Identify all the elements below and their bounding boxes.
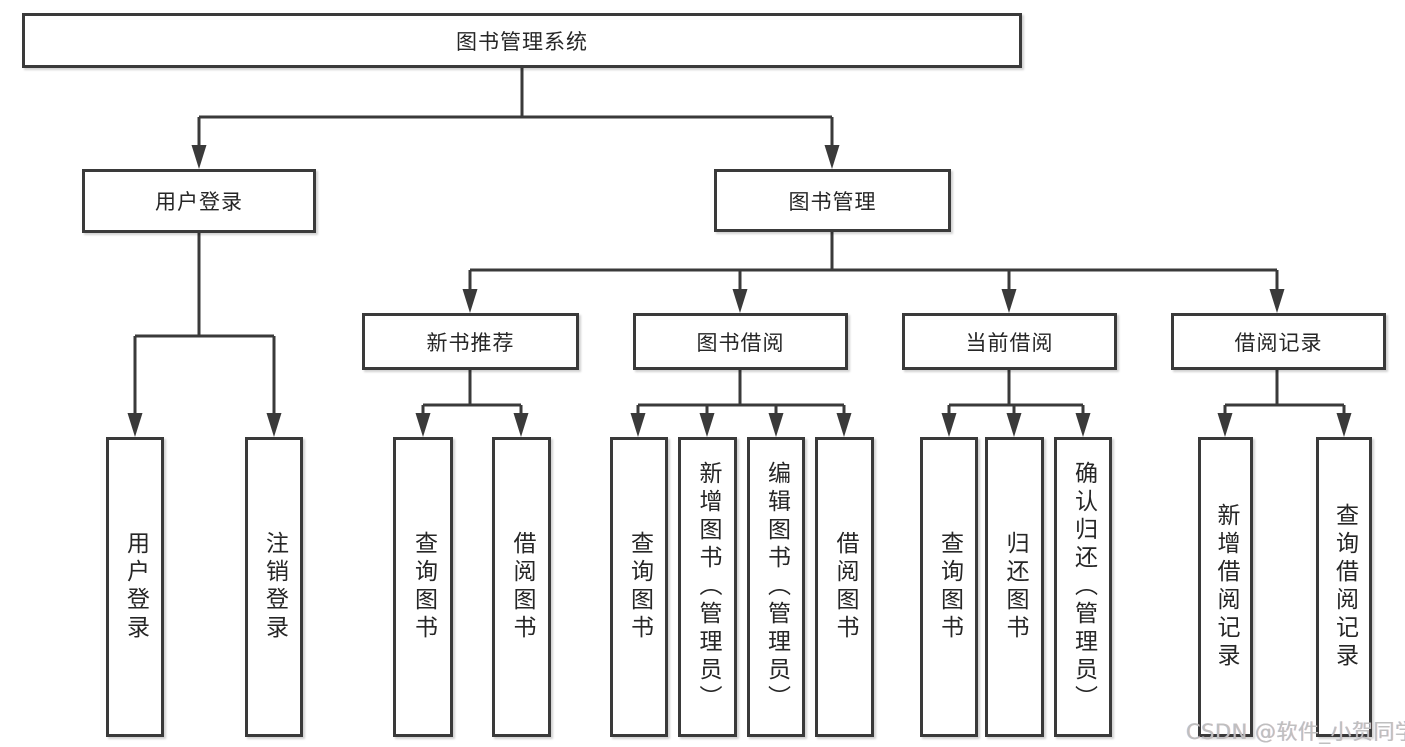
- leaf-edit-books-admin: 编辑图书（管理员）: [747, 437, 805, 737]
- leaf-borrow-books-newbooks: 借阅图书: [492, 437, 551, 737]
- node-book-management: 图书管理: [714, 169, 951, 232]
- leaf-query-books-current: 查询图书: [920, 437, 978, 737]
- leaf-query-books-newbooks: 查询图书: [393, 437, 453, 737]
- leaf-add-borrow-record: 新增借阅记录: [1198, 437, 1253, 737]
- leaf-add-books-admin: 新增图书（管理员）: [678, 437, 737, 737]
- csdn-watermark: CSDN @软件_小贺同学: [1186, 720, 1405, 744]
- node-current-borrowing: 当前借阅: [902, 313, 1117, 370]
- leaf-confirm-return-admin: 确认归还（管理员）: [1054, 437, 1112, 737]
- leaf-borrow-books-borrowing: 借阅图书: [815, 437, 874, 737]
- leaf-return-books: 归还图书: [985, 437, 1044, 737]
- node-new-book-recommend: 新书推荐: [362, 313, 579, 370]
- node-user-login: 用户登录: [82, 169, 316, 233]
- leaf-user-login: 用户登录: [106, 437, 164, 737]
- node-book-borrowing: 图书借阅: [633, 313, 848, 370]
- node-borrow-records: 借阅记录: [1171, 313, 1386, 370]
- leaf-logout: 注销登录: [245, 437, 303, 737]
- node-root-system: 图书管理系统: [22, 13, 1022, 68]
- leaf-query-borrow-record: 查询借阅记录: [1316, 437, 1372, 737]
- leaf-query-books-borrowing: 查询图书: [610, 437, 668, 737]
